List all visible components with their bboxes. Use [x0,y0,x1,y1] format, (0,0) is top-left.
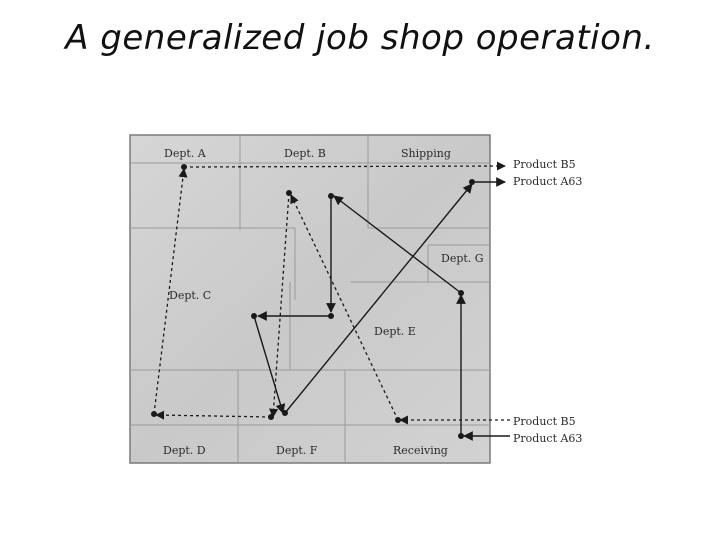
product-a63-in-label: Product A63 [513,432,582,445]
dept-a-label: Dept. A [164,147,207,160]
product-b5-in-label: Product B5 [513,415,576,428]
dept-b-label: Dept. B [284,147,326,160]
station-dots [151,164,475,439]
dept-g-label: Dept. G [441,252,484,265]
dept-e-label: Dept. E [374,325,416,338]
dept-d-label: Dept. D [163,444,206,457]
product-a63-out-label: Product A63 [513,175,582,188]
product-a63-route [253,177,510,441]
dept-f-label: Dept. F [276,444,318,457]
slide-title: A generalized job shop operation. [65,18,655,58]
product-b5-route [153,161,510,425]
dept-c-label: Dept. C [169,289,211,302]
floor-plan-walls [130,135,490,463]
product-b5-out-label: Product B5 [513,158,576,171]
shipping-label: Shipping [401,147,451,160]
receiving-label: Receiving [393,444,448,457]
floor-plan [129,134,491,464]
